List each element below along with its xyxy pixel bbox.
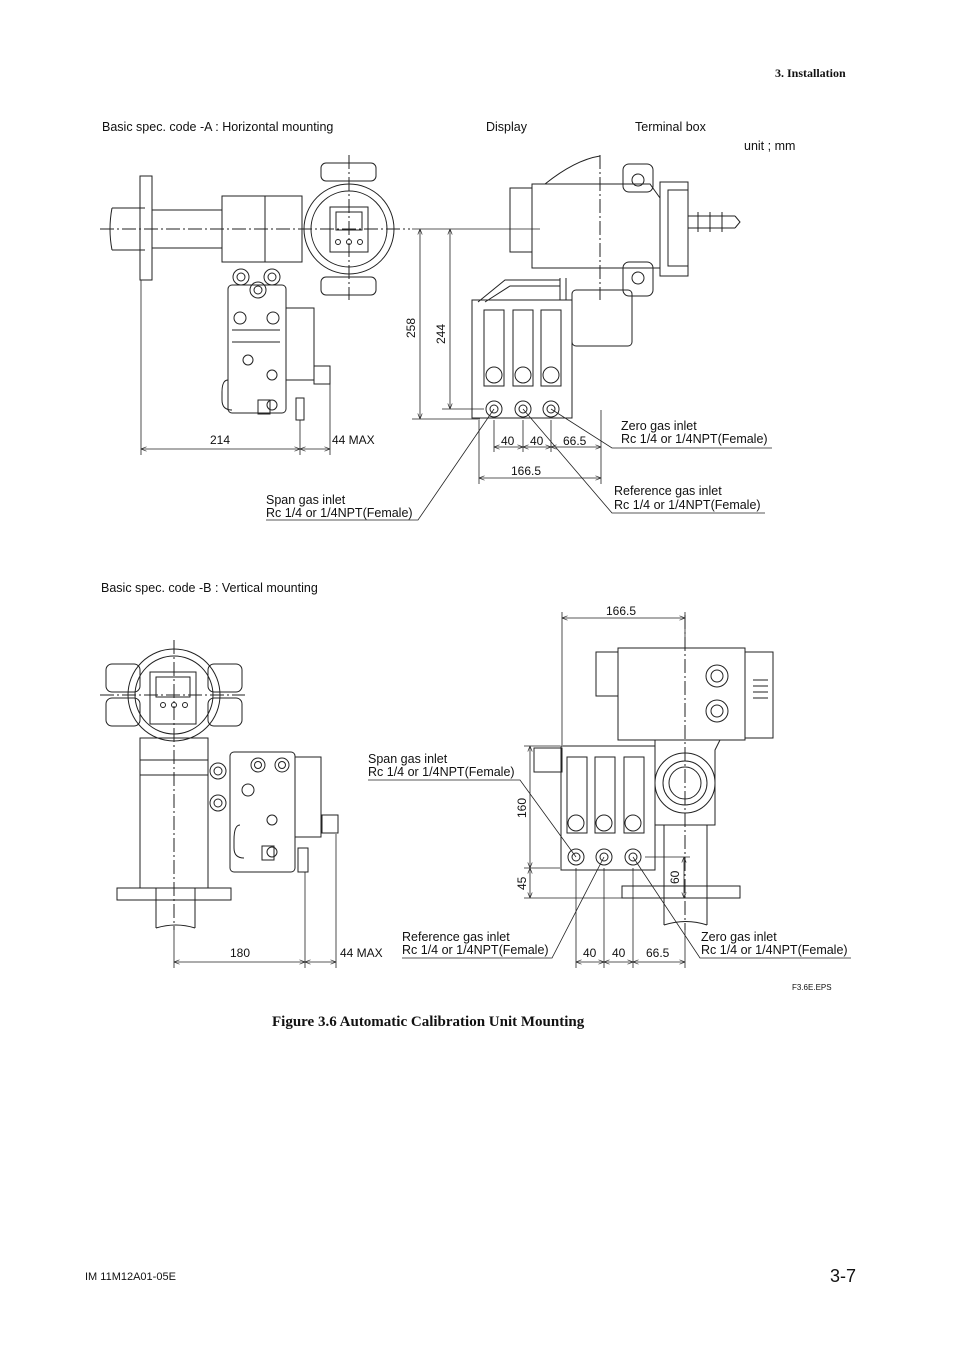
h-reference-gas-line2: Rc 1/4 or 1/4NPT(Female)	[614, 498, 761, 512]
doc-id: IM 11M12A01-05E	[85, 1271, 176, 1283]
v-dim-160: 160	[515, 798, 529, 818]
horizontal-front-view	[471, 155, 741, 419]
v-dim-44max: 44 MAX	[340, 946, 383, 960]
v-reference-gas-line1: Reference gas inlet	[402, 930, 510, 944]
h-zero-gas-line2: Rc 1/4 or 1/4NPT(Female)	[621, 432, 768, 446]
horizontal-left-dims	[140, 280, 331, 455]
vertical-side-view	[100, 640, 339, 930]
v-dim-66-5: 66.5	[646, 946, 670, 960]
vertical-title: Basic spec. code -B : Vertical mounting	[101, 581, 318, 595]
h-dim-214: 214	[210, 433, 230, 447]
h-dim-166-5: 166.5	[511, 464, 541, 478]
v-zero-gas-line2: Rc 1/4 or 1/4NPT(Female)	[701, 943, 848, 957]
display-label: Display	[486, 120, 527, 134]
h-reference-gas-line1: Reference gas inlet	[614, 484, 722, 498]
v-dim-60: 60	[668, 870, 682, 884]
v-reference-gas-line2: Rc 1/4 or 1/4NPT(Female)	[402, 943, 549, 957]
h-dim-258: 258	[404, 318, 418, 338]
vertical-left-dims	[173, 834, 337, 968]
section-header: 3. Installation	[775, 66, 846, 80]
figure-caption: Figure 3.6 Automatic Calibration Unit Mo…	[272, 1014, 585, 1030]
horizontal-title: Basic spec. code -A : Horizontal mountin…	[102, 120, 334, 134]
vertical-front-view	[533, 615, 774, 930]
h-span-gas-line1: Span gas inlet	[266, 493, 346, 507]
horizontal-right-dims	[266, 228, 772, 521]
h-dim-66-5: 66.5	[563, 434, 587, 448]
h-dim-244: 244	[434, 324, 448, 344]
v-dim-40b: 40	[612, 946, 626, 960]
terminal-box-label: Terminal box	[635, 120, 706, 134]
v-span-gas-line1: Span gas inlet	[368, 752, 448, 766]
h-dim-40a: 40	[501, 434, 515, 448]
h-dim-44max: 44 MAX	[332, 433, 375, 447]
v-dim-180: 180	[230, 946, 250, 960]
vertical-right-dims	[368, 612, 851, 968]
h-zero-gas-line1: Zero gas inlet	[621, 419, 697, 433]
v-dim-166-5: 166.5	[606, 604, 636, 618]
horizontal-side-view	[100, 155, 410, 421]
v-zero-gas-line1: Zero gas inlet	[701, 930, 777, 944]
v-dim-40a: 40	[583, 946, 597, 960]
h-span-gas-line2: Rc 1/4 or 1/4NPT(Female)	[266, 506, 413, 520]
page-number: 3-7	[830, 1266, 857, 1286]
unit-note: unit ; mm	[744, 139, 796, 153]
v-span-gas-line2: Rc 1/4 or 1/4NPT(Female)	[368, 765, 515, 779]
file-tag: F3.6E.EPS	[792, 983, 832, 992]
h-dim-40b: 40	[530, 434, 544, 448]
v-dim-45: 45	[515, 876, 529, 890]
